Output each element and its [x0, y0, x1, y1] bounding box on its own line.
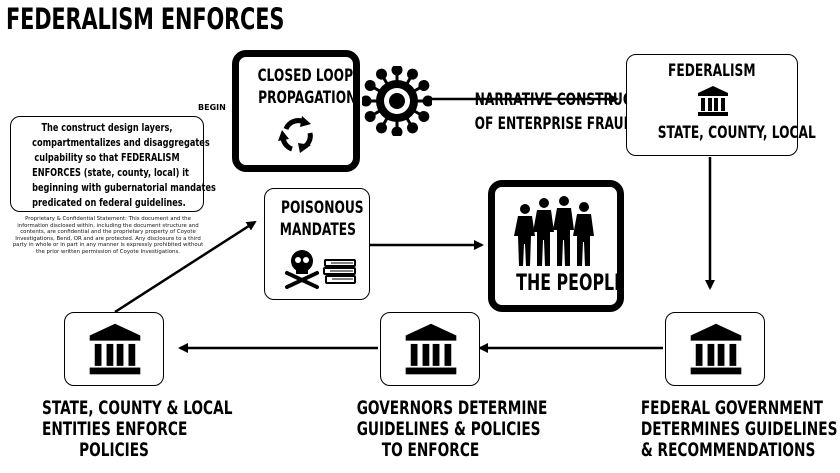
the-people-box: THE PEOPLE [488, 180, 625, 312]
narrative-line2: OF ENTERPRISE FRAUD [474, 114, 634, 134]
caption-line: & RECOMMENDATIONS [640, 439, 816, 461]
caption-line: GOVERNORS DETERMINE [356, 397, 548, 419]
federalism-levels: STATE, COUNTY, LOCAL [657, 123, 816, 143]
closed-loop-line1: CLOSED LOOP [257, 66, 354, 86]
government-building-icon [690, 323, 742, 375]
note-line: ENFORCES (state, county, local) it [32, 167, 189, 179]
federalism-heading: FEDERALISM [668, 61, 756, 81]
explanation-note: The construct design layers, compartment… [10, 116, 216, 212]
caption-line: TO ENFORCE [381, 439, 480, 461]
note-line: predicated on federal guidelines. [32, 197, 186, 209]
page-title: FEDERALISM ENFORCES [6, 2, 285, 36]
poisonous-line1: POISONOUS [281, 198, 364, 218]
caption-line: GUIDELINES & POLICIES [356, 418, 541, 440]
government-building-icon [698, 86, 728, 116]
local-entities-caption: STATE, COUNTY & LOCAL ENTITIES ENFORCE P… [14, 397, 233, 461]
caption-line: DETERMINES GUIDELINES [640, 418, 838, 440]
note-line: beginning with gubernatorial mandates [32, 182, 216, 194]
caption-line: POLICIES [79, 439, 149, 461]
caption-line: FEDERAL GOVERNMENT [640, 397, 823, 419]
governors-caption: GOVERNORS DETERMINE GUIDELINES & POLICIE… [328, 397, 548, 461]
closed-loop-line2: PROPAGATION [258, 88, 357, 108]
recycle-arrows-icon [278, 116, 313, 153]
begin-label: BEGIN [198, 103, 226, 112]
federal-government-caption: FEDERAL GOVERNMENT DETERMINES GUIDELINES… [612, 397, 838, 461]
people-silhouettes-icon [514, 196, 594, 266]
arrow-to-poisonous-mandates [114, 220, 257, 314]
books-icon [323, 259, 356, 284]
poisonous-line2: MANDATES [279, 220, 356, 240]
virus-icon [362, 66, 432, 136]
narrative-text: NARRATIVE CONSTRUCTED OF ENTERPRISE FRAU… [448, 88, 659, 136]
the-people-label: THE PEOPLE [516, 271, 625, 296]
caption-line: STATE, COUNTY & LOCAL [42, 397, 233, 419]
caption-line: ENTITIES ENFORCE [42, 418, 188, 440]
skull-crossbones-icon [285, 250, 319, 289]
federal-government-box [665, 312, 765, 386]
poisonous-mandates-box: POISONOUS MANDATES [264, 188, 370, 300]
note-line: culpability so that FEDERALISM [34, 152, 180, 164]
governors-box [380, 312, 480, 386]
local-entities-box [64, 312, 164, 386]
narrative-line1: NARRATIVE CONSTRUCTED [474, 90, 659, 110]
note-line: compartmentalizes and disaggregates [32, 137, 210, 149]
confidentiality-statement: Proprietary & Confidential Statement: Th… [12, 216, 204, 255]
government-building-icon [89, 323, 141, 375]
federalism-box: FEDERALISM STATE, COUNTY, LOCAL [626, 54, 816, 156]
government-building-icon [405, 323, 457, 375]
note-line: The construct design layers, [41, 122, 173, 134]
closed-loop-box: CLOSED LOOP PROPAGATION [232, 50, 360, 172]
